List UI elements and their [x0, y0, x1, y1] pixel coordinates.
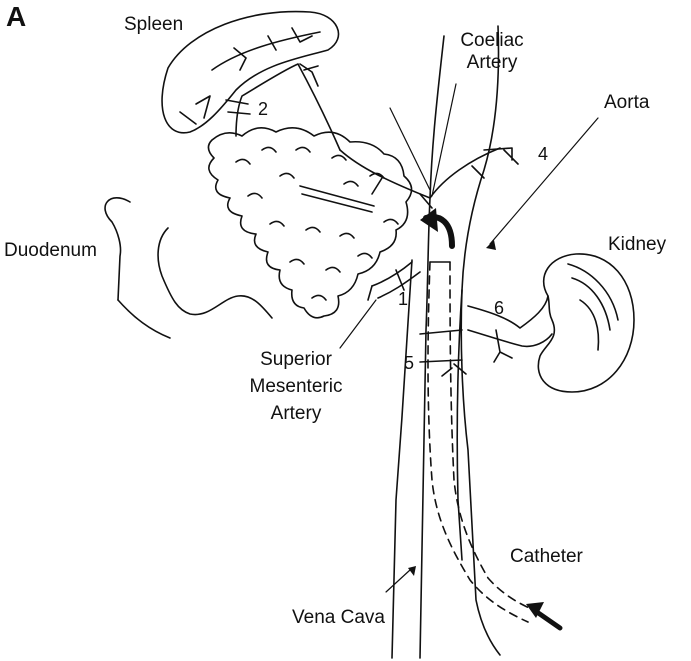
site-number-4: 4 [538, 143, 548, 165]
duodenum-shape [105, 198, 272, 338]
pancreas-shape [208, 128, 411, 318]
renal-vessels [468, 296, 552, 362]
site-number-6: 6 [494, 297, 504, 319]
site-number-1: 1 [398, 288, 408, 310]
site-number-5: 5 [404, 352, 414, 374]
label-kidney: Kidney [608, 234, 666, 256]
catheter-line [428, 262, 538, 622]
site-number-2: 2 [258, 98, 268, 120]
kidney-shape [538, 254, 634, 392]
splenic-artery [226, 64, 340, 150]
label-duodenum: Duodenum [4, 240, 97, 262]
label-catheter: Catheter [510, 546, 583, 568]
label-vena-cava: Vena Cava [292, 607, 385, 629]
leader-lines [340, 84, 598, 592]
label-coeliac-artery: Coeliac Artery [442, 30, 542, 74]
label-spleen: Spleen [124, 14, 183, 36]
aorta-vessel [420, 26, 518, 658]
panel-letter: A [6, 2, 26, 32]
label-aorta: Aorta [604, 92, 649, 114]
label-superior-mesenteric-artery: Superior Mesenteric Artery [236, 346, 356, 427]
